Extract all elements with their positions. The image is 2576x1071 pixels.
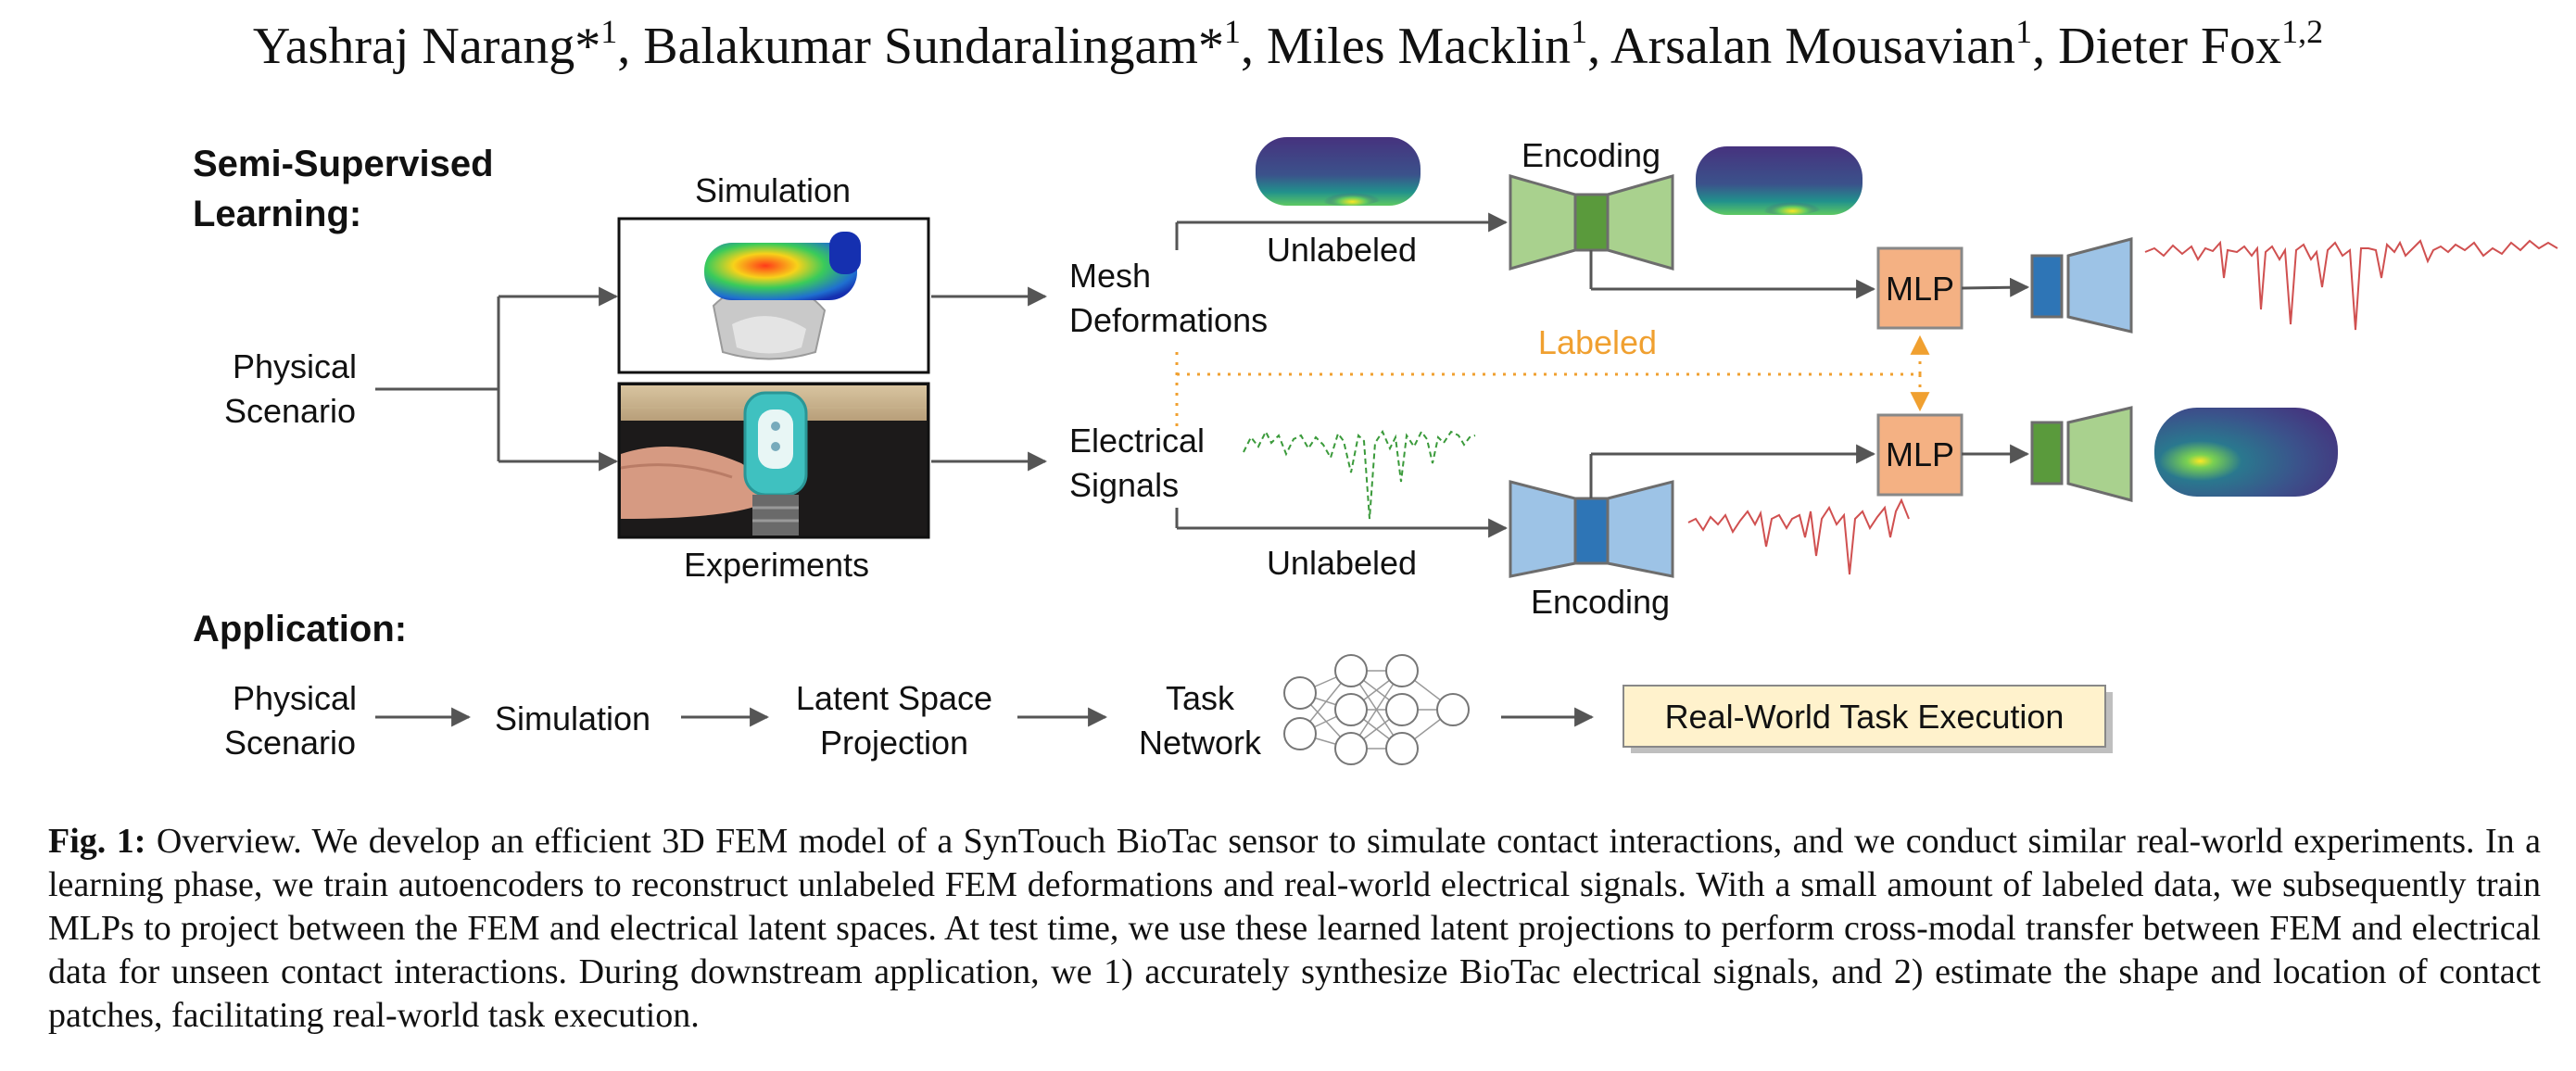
fem-reconstruction-blob xyxy=(1696,146,1863,215)
electrical-unlabeled-path xyxy=(1175,508,1509,538)
semi-supervised-title: Semi-Supervised xyxy=(193,144,494,184)
experiments-photo xyxy=(617,382,930,539)
mesh-unlabeled-path xyxy=(1175,212,1509,250)
electrical-autoencoder xyxy=(1509,480,1674,578)
app-task-network-2: Network xyxy=(1139,724,1262,762)
electrical-signals-label: Electrical xyxy=(1069,422,1205,460)
application-title: Application: xyxy=(193,609,407,649)
mesh-deformations-label-2: Deformations xyxy=(1069,301,1268,339)
predicted-deformation-blob xyxy=(2154,408,2338,497)
mlp-bottom: MLP xyxy=(1876,413,1964,497)
neural-network-icon xyxy=(1283,654,1470,765)
app-task-network: Task xyxy=(1166,679,1235,717)
electrical-signal-input xyxy=(1243,429,1476,520)
mesh-deformations-label: Mesh xyxy=(1069,257,1151,295)
fem-deformation-blob xyxy=(1256,137,1421,206)
simulation-label: Simulation xyxy=(695,171,851,209)
mlp-top: MLP xyxy=(1876,246,1964,330)
mlp-top-label: MLP xyxy=(1886,270,1954,308)
fem-autoencoder xyxy=(1509,174,1674,271)
electrical-reconstruction-signal xyxy=(1687,498,1910,575)
semi-supervised-title-2: Learning: xyxy=(193,194,361,234)
mlp-bottom-label: MLP xyxy=(1886,435,1954,473)
electrical-signals-label-2: Signals xyxy=(1069,466,1179,504)
figure-caption: Fig. 1: Overview. We develop an efficien… xyxy=(48,820,2541,1038)
real-world-task-label: Real-World Task Execution xyxy=(1665,698,2065,736)
top-latent-to-mlp xyxy=(1589,250,1876,299)
author-1: Yashraj Narang*1, xyxy=(252,13,644,75)
experiments-label: Experiments xyxy=(684,546,869,584)
app-latent-projection-2: Projection xyxy=(820,724,968,762)
labeled-label: Labeled xyxy=(1538,323,1657,361)
physical-scenario-label-2: Scenario xyxy=(224,392,356,430)
real-world-task-box: Real-World Task Execution xyxy=(1623,685,2113,753)
author-3: Miles Macklin1, xyxy=(1266,13,1611,75)
caption-label: Fig. 1: xyxy=(48,822,146,861)
app-simulation: Simulation xyxy=(495,699,650,737)
app-latent-projection: Latent Space xyxy=(796,679,992,717)
app-physical-scenario-2: Scenario xyxy=(224,724,356,762)
encoding-top-label: Encoding xyxy=(1522,136,1661,174)
electrical-decoder-top xyxy=(2030,237,2133,334)
author-5: Dieter Fox1,2 xyxy=(2058,13,2324,75)
labeled-connection xyxy=(1175,334,1930,428)
app-physical-scenario: Physical xyxy=(233,679,357,717)
author-4: Arsalan Mousavian1, xyxy=(1610,13,2059,75)
simulation-image xyxy=(617,217,930,374)
bottom-latent-to-mlp xyxy=(1589,444,1876,498)
caption-text: Overview. We develop an efficient 3D FEM… xyxy=(48,822,2541,1035)
encoding-bottom-label: Encoding xyxy=(1531,583,1670,621)
author-2: Balakumar Sundaralingam*1, xyxy=(643,13,1267,75)
fem-decoder-bottom xyxy=(2030,406,2133,502)
unlabeled-bottom-label: Unlabeled xyxy=(1267,544,1417,582)
unlabeled-top-label: Unlabeled xyxy=(1267,231,1417,269)
branch-arrows xyxy=(375,286,619,472)
overview-figure: Semi-Supervised Learning: Physical Scena… xyxy=(193,136,2558,765)
physical-scenario-label: Physical xyxy=(233,347,357,385)
mlp-top-output-arrow xyxy=(1961,277,2030,297)
author-list: Yashraj Narang*1, Balakumar Sundaralinga… xyxy=(0,13,2576,76)
synthesized-signal-top xyxy=(2144,239,2558,331)
